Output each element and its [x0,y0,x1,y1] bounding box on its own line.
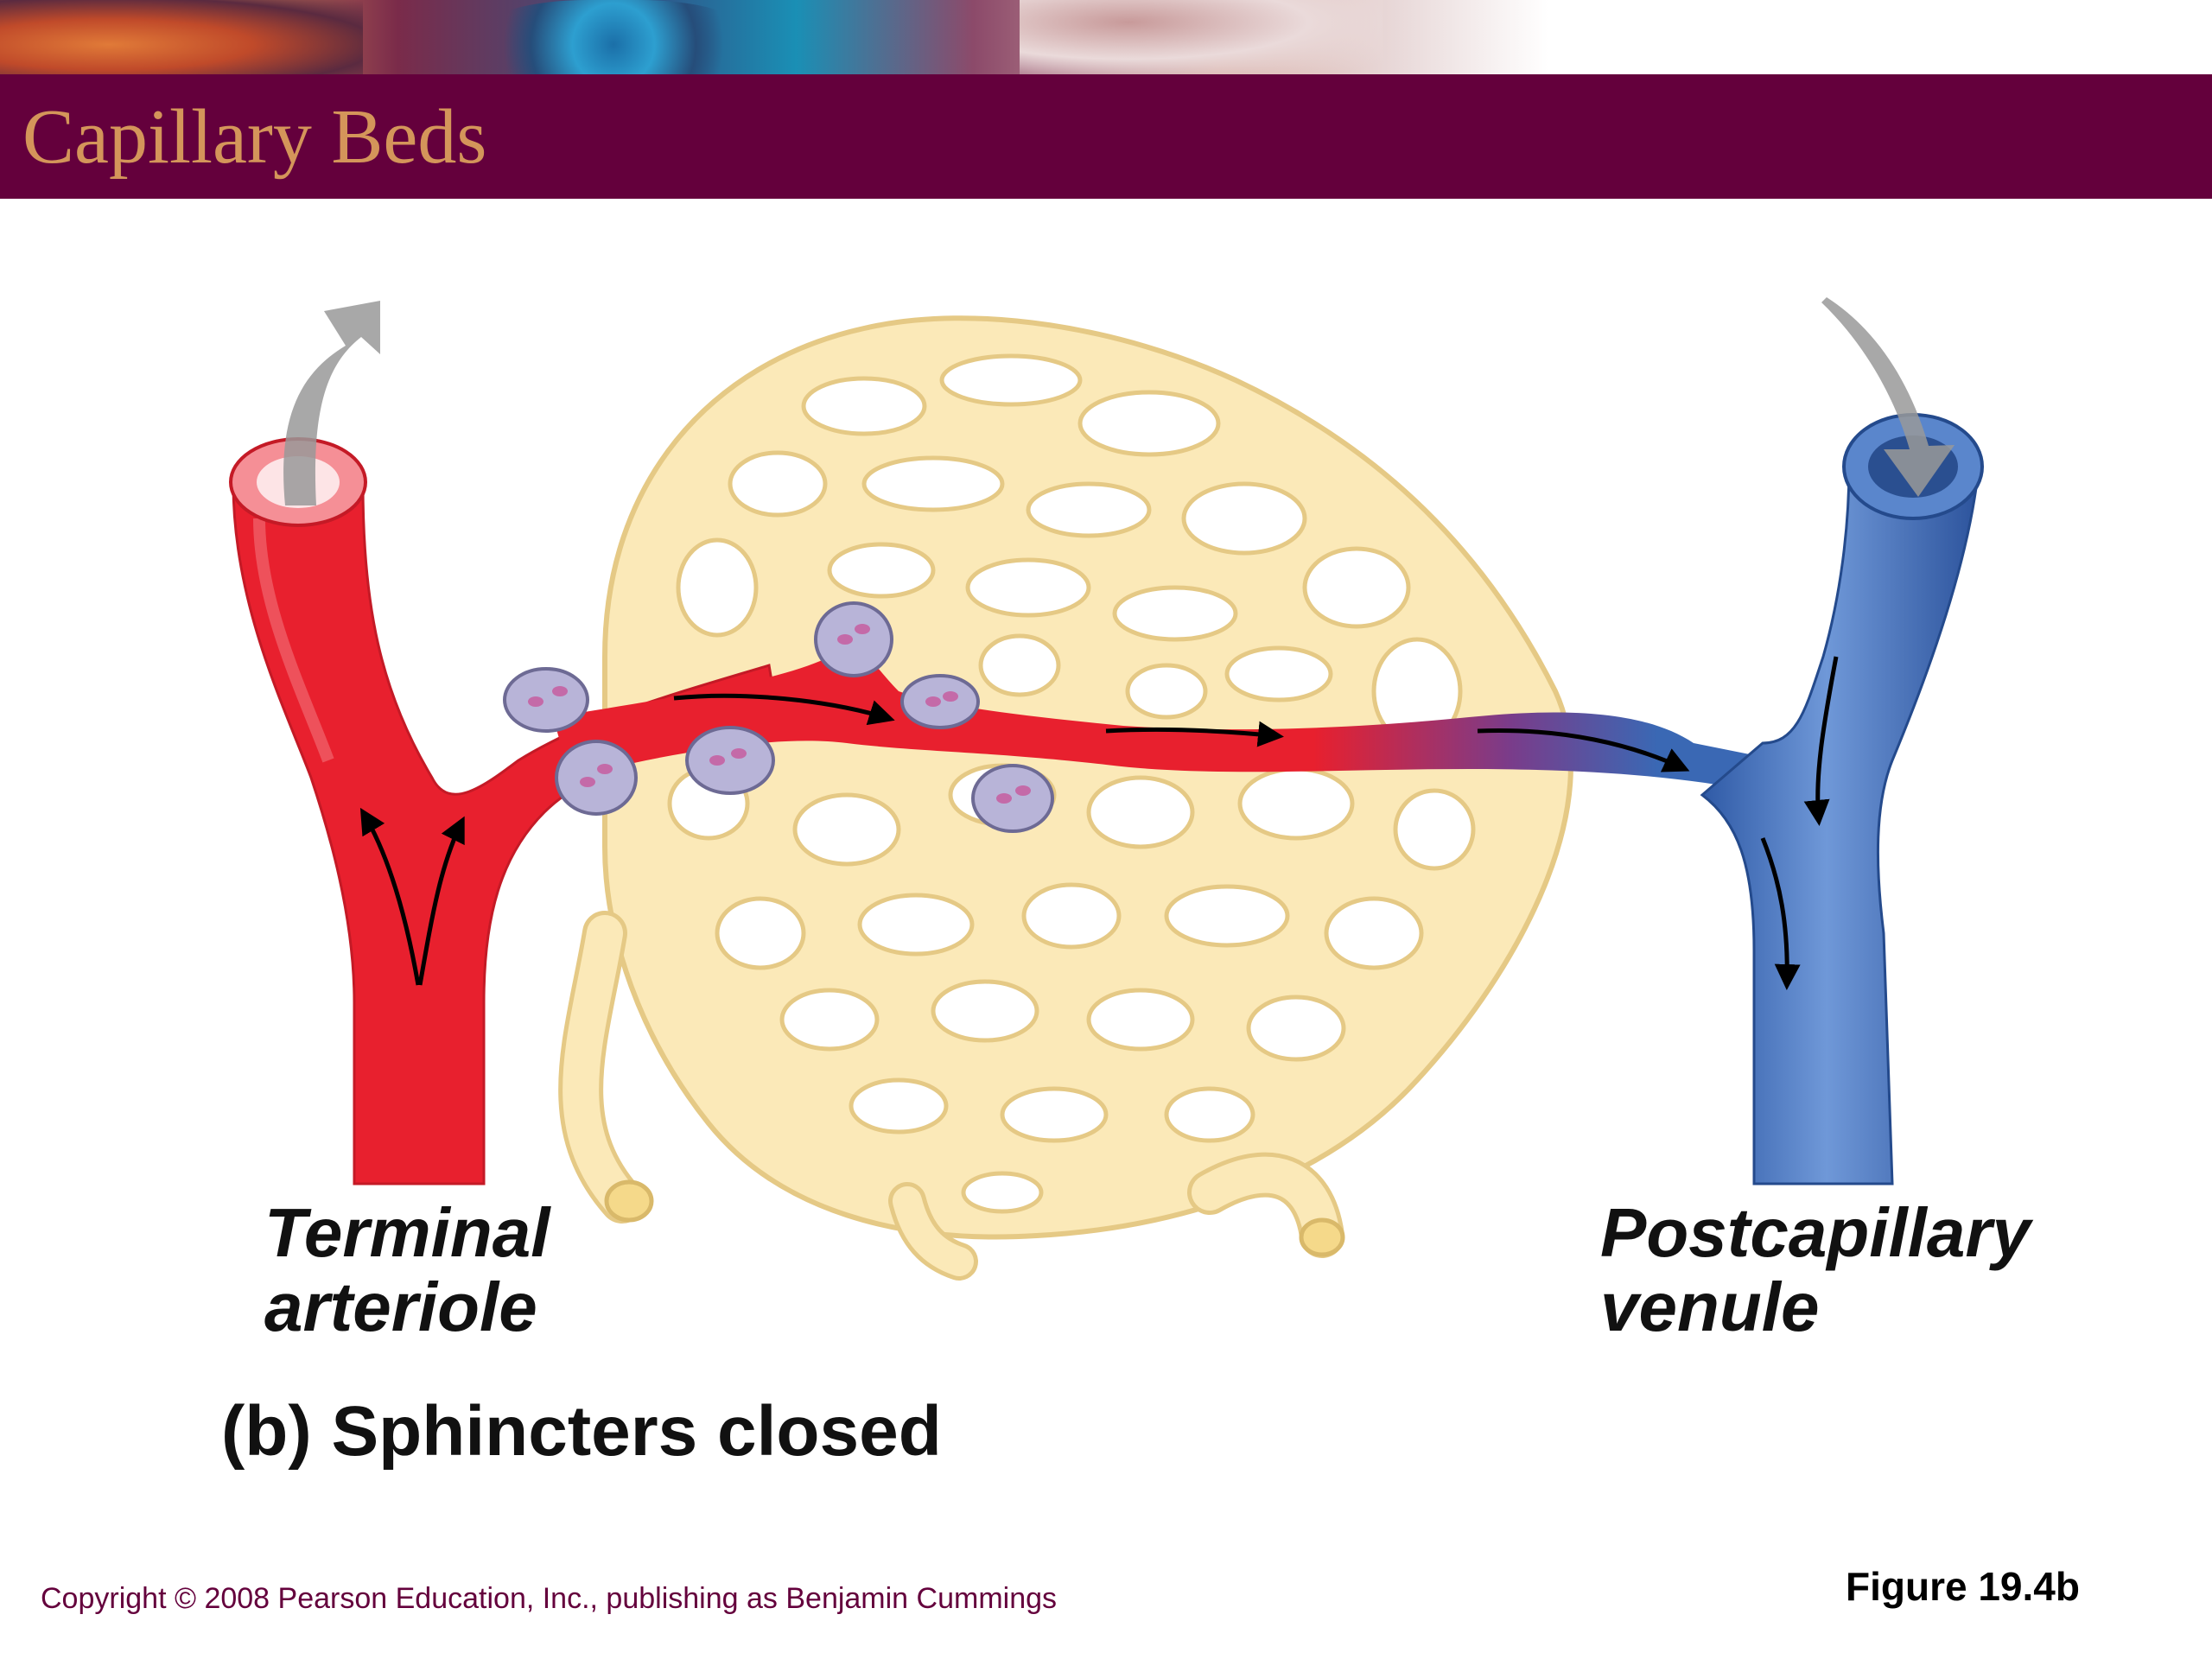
capillary-open-end-left [604,1179,654,1223]
flow-arrow-1 [673,693,895,726]
title-bar [0,74,2212,199]
sphincter-3 [685,726,775,795]
flow-arrow-2 [1105,721,1284,747]
flow-arrow-7 [417,816,465,986]
sphincter-2 [555,740,638,816]
figure-reference: Figure 19.4b [1846,1564,2080,1609]
flow-arrow-6 [359,807,421,986]
flow-arrow-5 [1760,837,1801,990]
capillary-network [558,315,1573,1281]
sphincter-1 [503,667,589,733]
capillary-open-end-right [1299,1217,1345,1257]
precapillary-sphincters [503,601,1054,833]
venule-trunk [1700,465,1980,1185]
flow-arrow-3 [1477,728,1690,772]
diagram-caption: (b) Sphincters closed [221,1392,942,1471]
flow-arrow-4 [1803,656,1839,826]
thoroughfare-channel [553,651,1780,795]
sphincter-5 [900,674,980,729]
slide-title: Capillary Beds [22,94,487,180]
postcapillary-venule [1700,413,1984,1185]
decorative-header-image [0,0,2212,74]
arteriole-outflow-arrow [283,301,380,505]
postcapillary-venule-label-line-1: Postcapillary [1600,1194,2031,1271]
terminal-arteriole-label: Terminal arteriole [264,1196,550,1344]
terminal-arteriole-label-line-2: arteriole [264,1268,537,1345]
terminal-arteriole-label-line-1: Terminal [264,1194,550,1271]
flow-arrows [359,656,1839,990]
copyright-notice: Copyright © 2008 Pearson Education, Inc.… [41,1582,1058,1615]
sphincter-4 [814,601,893,677]
postcapillary-venule-label-line-2: venule [1600,1268,1820,1345]
sphincter-6 [971,764,1054,833]
postcapillary-venule-label: Postcapillary venule [1600,1196,2031,1344]
venule-inflow-arrow [1821,297,1955,497]
